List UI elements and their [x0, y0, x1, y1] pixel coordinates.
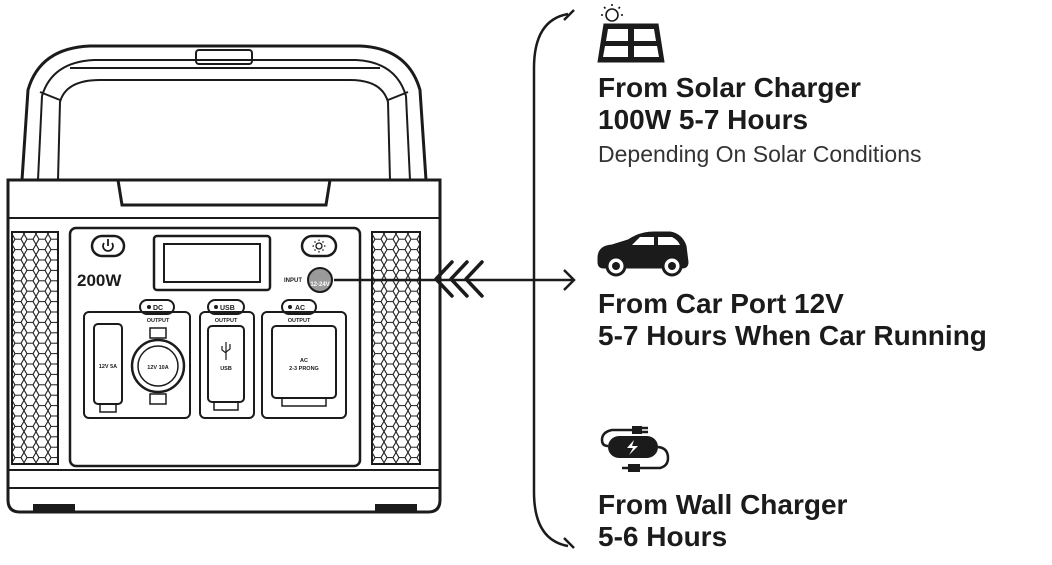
usb-output-label: OUTPUT: [215, 318, 238, 324]
port-12v5a-label: 12V 5A: [99, 364, 117, 370]
wall-option-time: 5-6 Hours: [598, 521, 728, 552]
port-ac-prong-label: 2-3 PRONG: [289, 366, 319, 372]
options-bracket: [532, 12, 569, 548]
left-grille: [11, 231, 59, 465]
right-grille: [371, 231, 421, 465]
device-labels: 200W INPUT 12-24V DC USB AC OUTPUT OUTPU…: [77, 271, 330, 372]
port-ac-label: AC: [300, 358, 308, 364]
car-option-title: From Car Port 12V: [598, 288, 844, 319]
light-button[interactable]: [300, 234, 338, 258]
usb-port[interactable]: [207, 325, 245, 403]
car-icon: [597, 231, 689, 277]
dc-output-label: OUTPUT: [147, 318, 170, 324]
power-icon: [102, 239, 114, 252]
usb-icon: [221, 342, 231, 360]
ac-output-panel: [261, 311, 347, 419]
lcd-display: [152, 234, 272, 292]
dc-label: DC: [153, 305, 163, 312]
solar-panel-icon: [597, 4, 665, 63]
ac-label: AC: [295, 305, 305, 312]
wall-charger-icon: [600, 426, 670, 472]
power-station: [6, 44, 442, 514]
solar-option-note: Depending On Solar Conditions: [598, 141, 922, 167]
charge-flow: [334, 9, 576, 549]
port-12v10a-label: 12V 10A: [147, 365, 168, 371]
ac-output-label: OUTPUT: [288, 318, 311, 324]
input-label: INPUT: [284, 278, 302, 284]
car-socket-output[interactable]: [130, 338, 186, 394]
carry-handle: [20, 44, 428, 207]
solar-option-title: From Solar Charger: [598, 72, 861, 103]
dc-button[interactable]: [139, 299, 175, 315]
car-option-time: 5-7 Hours When Car Running: [598, 320, 987, 351]
usb-label: USB: [220, 305, 235, 312]
light-icon: [312, 239, 326, 253]
ac-button[interactable]: [281, 299, 317, 315]
dc-output-panel: [83, 311, 191, 419]
device-body: [6, 178, 442, 514]
power-button[interactable]: [90, 234, 126, 258]
solar-option-time: 100W 5-7 Hours: [598, 104, 809, 135]
usb-output-panel: [199, 311, 255, 419]
port-usb-label: USB: [220, 366, 232, 372]
input-port-label: 12-24V: [310, 282, 329, 288]
usb-button[interactable]: [207, 299, 245, 315]
input-port[interactable]: [307, 267, 333, 293]
wattage-label: 200W: [77, 271, 122, 290]
wall-option-title: From Wall Charger: [598, 489, 848, 520]
